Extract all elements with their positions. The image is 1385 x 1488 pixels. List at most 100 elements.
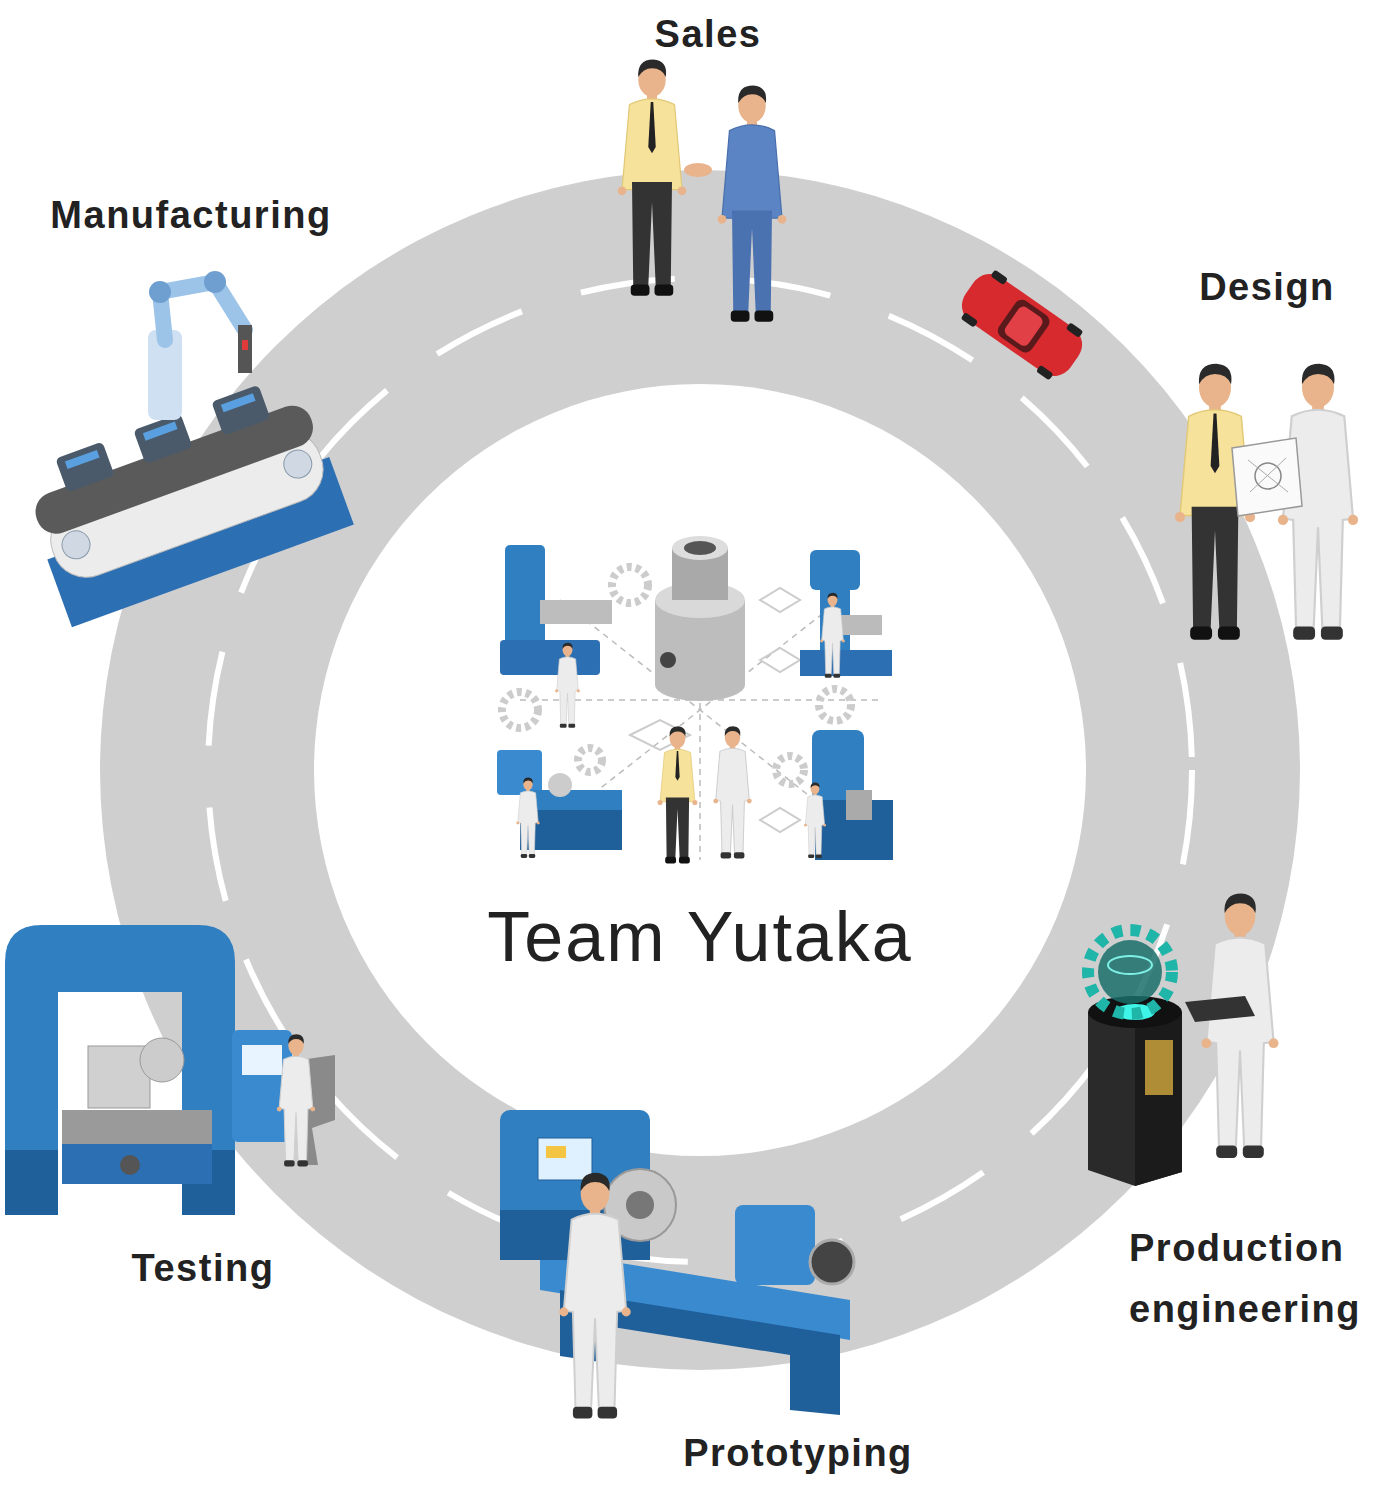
red-car bbox=[1066, 322, 1084, 338]
testing-machine bbox=[120, 1155, 140, 1175]
center-workshop bbox=[846, 790, 872, 820]
prototyping-lathe bbox=[626, 1191, 654, 1219]
center-workshop bbox=[713, 726, 752, 858]
stage-label: Design bbox=[1199, 257, 1335, 318]
manufacturing-line bbox=[280, 446, 316, 482]
center-workshop bbox=[560, 600, 840, 820]
center-workshop bbox=[820, 593, 845, 678]
center-workshop bbox=[800, 650, 892, 676]
manufacturing-line bbox=[55, 442, 114, 493]
center-workshop bbox=[630, 588, 800, 832]
prototyping-lathe bbox=[500, 1110, 854, 1419]
center-workshop bbox=[658, 726, 698, 863]
prototyping-lathe bbox=[538, 1138, 592, 1180]
testing-machine bbox=[277, 1034, 316, 1166]
testing-machine bbox=[62, 1144, 212, 1184]
red-car bbox=[1036, 365, 1054, 381]
red-car bbox=[1002, 304, 1044, 348]
manufacturing-line bbox=[160, 282, 245, 340]
center-workshop bbox=[760, 808, 800, 832]
sales-handshake bbox=[618, 60, 687, 296]
hologram-station bbox=[1088, 930, 1172, 1014]
testing-machine bbox=[5, 925, 335, 1215]
manufacturing-line bbox=[242, 340, 248, 350]
stage-label: Prototyping bbox=[683, 1423, 913, 1484]
center-workshop bbox=[555, 643, 580, 728]
hologram-station bbox=[1145, 1040, 1173, 1095]
design-team bbox=[1232, 438, 1302, 516]
center-workshop bbox=[812, 730, 864, 800]
manufacturing-line bbox=[16, 370, 354, 627]
manufacturing-line bbox=[16, 271, 354, 627]
center-workshop bbox=[578, 748, 602, 772]
hologram-station bbox=[1088, 893, 1279, 1186]
center-workshop bbox=[684, 541, 716, 555]
center-workshop bbox=[760, 588, 800, 612]
manufacturing-line bbox=[149, 281, 171, 303]
center-workshop bbox=[505, 545, 545, 655]
testing-machine bbox=[140, 1038, 184, 1082]
hologram-station bbox=[1108, 956, 1152, 974]
manufacturing-line bbox=[58, 527, 94, 563]
hologram-station bbox=[1098, 940, 1162, 1004]
stage-label: Testing bbox=[132, 1238, 275, 1299]
testing-machine bbox=[242, 1045, 282, 1075]
sales-handshake bbox=[718, 86, 787, 322]
center-workshop bbox=[810, 550, 860, 590]
center-workshop bbox=[776, 756, 804, 784]
center-workshop bbox=[497, 750, 542, 795]
hologram-station bbox=[1202, 893, 1279, 1158]
center-workshop bbox=[560, 600, 840, 820]
manufacturing-line bbox=[30, 400, 319, 539]
red-car bbox=[952, 264, 1091, 387]
center-workshop bbox=[760, 648, 800, 672]
center-workshop bbox=[819, 689, 851, 721]
red-car bbox=[961, 312, 979, 328]
testing-machine bbox=[5, 925, 235, 1215]
center-workshop bbox=[530, 790, 622, 810]
center-workshop bbox=[516, 778, 539, 858]
sales-handshake bbox=[684, 163, 712, 177]
testing-machine bbox=[5, 1150, 58, 1215]
design-team bbox=[1250, 458, 1286, 492]
manufacturing-line bbox=[65, 450, 100, 469]
team-name: Team Yutaka bbox=[487, 897, 912, 978]
stage-label: Sales bbox=[655, 4, 762, 65]
red-car bbox=[995, 297, 1053, 356]
hologram-station bbox=[1088, 1012, 1182, 1186]
center-workshop bbox=[672, 536, 728, 560]
center-workshop bbox=[612, 567, 648, 603]
manufacturing-line bbox=[211, 385, 270, 436]
stage-label: Manufacturing bbox=[50, 185, 331, 246]
red-car bbox=[990, 269, 1008, 285]
manufacturing-line bbox=[238, 325, 252, 373]
sales-handshake bbox=[618, 60, 787, 322]
center-workshop bbox=[660, 652, 676, 668]
design-team bbox=[1248, 460, 1288, 492]
center-workshop bbox=[655, 669, 745, 701]
prototyping-lathe bbox=[810, 1240, 854, 1284]
manufacturing-line bbox=[143, 422, 178, 441]
center-workshop bbox=[502, 692, 538, 728]
design-team bbox=[1175, 364, 1358, 640]
center-workshop bbox=[540, 600, 612, 624]
center-workshop bbox=[497, 536, 893, 863]
road-ring bbox=[208, 278, 1192, 1262]
manufacturing-line bbox=[221, 393, 256, 412]
manufacturing-line bbox=[204, 271, 226, 293]
center-workshop bbox=[500, 640, 600, 675]
road-ring bbox=[100, 170, 1300, 1370]
hologram-station bbox=[1135, 1012, 1182, 1186]
manufacturing-line bbox=[133, 413, 192, 464]
stage-label: Production engineering bbox=[1129, 1218, 1379, 1340]
center-workshop bbox=[548, 773, 572, 797]
road-ring bbox=[100, 170, 1300, 1370]
road-ring bbox=[314, 384, 1086, 1156]
prototyping-lathe bbox=[546, 1146, 566, 1158]
hologram-station bbox=[1185, 996, 1255, 1022]
testing-machine bbox=[62, 1110, 212, 1144]
prototyping-lathe bbox=[735, 1205, 815, 1285]
center-workshop bbox=[804, 782, 826, 858]
prototyping-lathe bbox=[559, 1173, 631, 1419]
